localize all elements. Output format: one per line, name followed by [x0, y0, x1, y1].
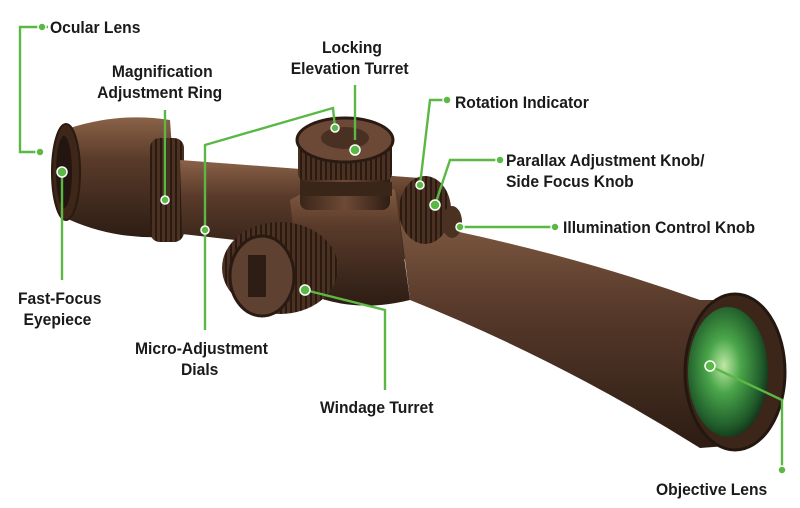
label-parallax-line1: Parallax Adjustment Knob/: [506, 151, 705, 170]
objective-dot: [704, 360, 716, 372]
windage-dot: [299, 284, 311, 296]
label-locking-line2: Elevation Turret: [290, 59, 409, 78]
label-micro-line2: Dials: [181, 360, 219, 379]
illumination-dot-2: [550, 222, 560, 232]
label-windage-turret: Windage Turret: [320, 398, 434, 417]
label-parallax-line2: Side Focus Knob: [506, 172, 634, 191]
objective-lens-glass: [688, 307, 768, 437]
micro-adjustment-dot-1: [330, 123, 340, 133]
rotation-dot-2: [415, 180, 425, 190]
windage-line: [304, 288, 387, 390]
label-rotation-indicator: Rotation Indicator: [455, 93, 589, 112]
label-magnification-line2: Adjustment Ring: [97, 83, 223, 102]
magnification-dot: [160, 195, 170, 205]
label-ocular-lens: Ocular Lens: [50, 18, 141, 37]
label-fast-focus-line1: Fast-Focus: [18, 289, 102, 308]
label-parallax: Parallax Adjustment Knob/ Side Focus Kno…: [506, 150, 704, 192]
label-fast-focus: Fast-Focus Eyepiece: [18, 288, 101, 330]
objective-dot-2: [777, 465, 787, 475]
label-magnification-line1: Magnification: [111, 62, 213, 81]
illumination-dot: [455, 222, 465, 232]
magnification-ring: [150, 138, 184, 242]
objective-bell: [400, 220, 740, 448]
parallax-dot-2: [495, 155, 505, 165]
ocular-lens-line: [18, 25, 48, 154]
parallax-line: [433, 158, 500, 206]
locking-dot: [349, 144, 361, 156]
ocular-lens-dot: [37, 22, 47, 32]
objective-line: [709, 364, 784, 470]
illumination-knob: [442, 206, 462, 238]
windage-dial-marks: [248, 255, 266, 297]
elevation-scale: [300, 182, 392, 196]
label-illumination: Illumination Control Knob: [563, 218, 756, 237]
rotation-dot: [442, 95, 452, 105]
fast-focus-dot: [56, 166, 68, 178]
label-micro-line1: Micro-Adjustment: [135, 339, 268, 358]
label-fast-focus-line2: Eyepiece: [23, 310, 92, 329]
label-locking-elevation: Locking Elevation Turret: [291, 37, 409, 79]
ocular-lens-dot-2: [35, 147, 45, 157]
elevation-turret-cap: [321, 127, 369, 149]
micro-adjustment-dot-2: [200, 225, 210, 235]
callout-dots: [35, 22, 787, 475]
label-micro-adjustment: Micro-Adjustment Dials: [135, 338, 268, 380]
scope-body: [51, 116, 787, 452]
parallax-knob: [399, 176, 451, 244]
parallax-dot: [429, 199, 441, 211]
micro-adjustment-line: [203, 106, 337, 330]
label-objective-lens: Objective Lens: [656, 480, 768, 499]
label-magnification: Magnification Adjustment Ring: [97, 61, 222, 103]
label-locking-line1: Locking: [322, 38, 382, 57]
